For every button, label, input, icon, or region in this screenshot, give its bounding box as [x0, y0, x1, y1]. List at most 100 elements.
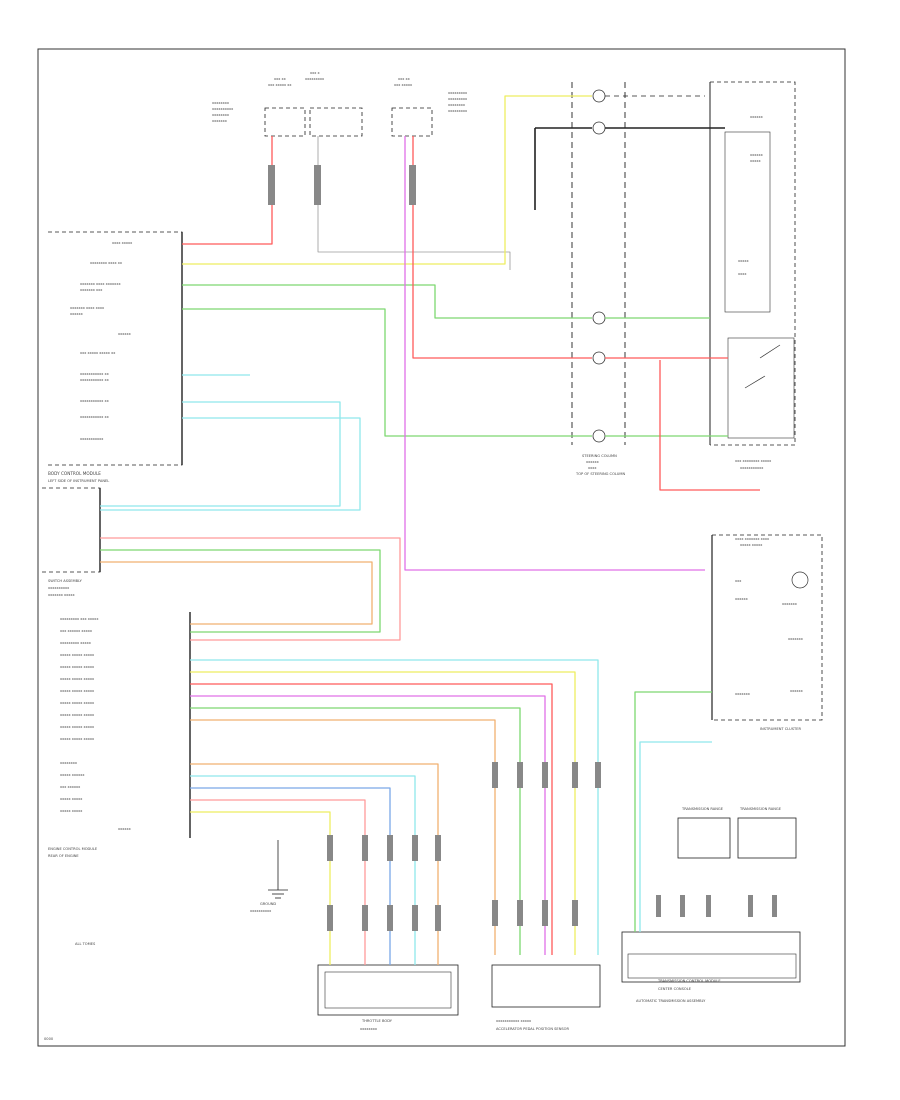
wire-orange-1	[100, 561, 373, 625]
wire-violet-2	[190, 695, 546, 955]
svg-text:xxxxx xxxxxx: xxxxx xxxxxx	[60, 773, 85, 777]
svg-text:xxxxxxxxx xxx xxxxx: xxxxxxxxx xxx xxxxx	[60, 617, 99, 621]
svg-text:xxx xx: xxx xx	[398, 77, 411, 81]
svg-text:xxxxxxxxxxx xx: xxxxxxxxxxx xx	[80, 415, 110, 419]
corner-id: 0000	[44, 1037, 54, 1041]
wire-cyan-3	[100, 417, 361, 511]
ecm-sublabel: REAR OF ENGINE	[48, 854, 79, 858]
footnote: ALL TOMES	[75, 942, 96, 946]
svg-text:xxxxxxxxxx: xxxxxxxxxx	[212, 107, 234, 111]
svg-text:xxxxxx: xxxxxx	[790, 689, 804, 693]
switch-assembly-label: SWITCH ASSEMBLY	[48, 579, 83, 583]
svg-text:xxx xxxxx: xxx xxxxx	[394, 83, 413, 87]
tcm-label: TRANSMISSION CONTROL MODULE	[657, 979, 721, 983]
svg-text:xxxxx xxxxx xxxxx: xxxxx xxxxx xxxxx	[60, 701, 95, 705]
svg-text:xxxxx xxxxx xxxxx: xxxxx xxxxx xxxxx	[60, 665, 95, 669]
transmission-control-module: TRANSMISSION RANGE TRANSMISSION RANGE TR…	[621, 807, 801, 1003]
svg-text:xxxxxxxxx xxxxx: xxxxxxxxx xxxxx	[60, 641, 92, 645]
svg-text:xxxxxxxx xxxx xx: xxxxxxxx xxxx xx	[90, 261, 123, 265]
wire-green-5	[634, 691, 712, 932]
svg-text:xxxxx xxxxx: xxxxx xxxxx	[60, 809, 83, 813]
wire-red-1	[182, 136, 273, 245]
steering-column: STEERING COLUMN xxxxxx xxxx TOP OF STEER…	[571, 82, 625, 476]
bcm-label: BODY CONTROL MODULE	[48, 471, 101, 476]
accel-label: ACCELERATOR PEDAL POSITION SENSOR	[496, 1027, 569, 1031]
right-switch-box: xxxxxx xxxxxx xxxxx xxxxx xxxx xxx xxxxx…	[709, 81, 796, 470]
svg-text:xxxx: xxxx	[738, 272, 747, 276]
svg-text:xxx xxxxx xxxxx xx: xxx xxxxx xxxxx xx	[80, 351, 116, 355]
svg-text:xxxxxxxxx: xxxxxxxxx	[448, 91, 468, 95]
svg-text:xxxxxxxxxx: xxxxxxxxxx	[250, 909, 272, 913]
svg-text:xxxxx: xxxxx	[750, 159, 762, 163]
svg-text:xxxxxx: xxxxxx	[735, 597, 749, 601]
svg-text:xxxxxxxx: xxxxxxxx	[212, 101, 230, 105]
svg-text:xxxxxx: xxxxxx	[118, 827, 132, 831]
accelerator-pedal: xxxxxxxxxxx xxxxx ACCELERATOR PEDAL POSI…	[491, 964, 601, 1031]
wire-yellow-1	[182, 95, 592, 265]
svg-text:xxxxx xxxxx: xxxxx xxxxx	[60, 797, 83, 801]
svg-text:xxxxxxxxxx: xxxxxxxxxx	[48, 586, 70, 590]
wire-pink-2	[190, 799, 366, 965]
svg-text:xxxxx xxxxx: xxxxx xxxxx	[740, 543, 763, 547]
wire-orange-3	[190, 763, 439, 965]
body-control-module: xxxx xxxxx xxxxxxxx xxxx xx xxxxxxx xxxx…	[48, 231, 183, 483]
wire-tags	[268, 165, 777, 931]
wire-yellow-3	[190, 671, 576, 955]
svg-text:xxxxxxxxxxx xx: xxxxxxxxxxx xx	[80, 378, 110, 382]
steering-sublabel: TOP OF STEERING COLUMN	[575, 472, 625, 476]
svg-text:xxxxxxxxxxx: xxxxxxxxxxx	[740, 466, 764, 470]
svg-text:xxxxxxx xxxx xxxxxxx: xxxxxxx xxxx xxxxxxx	[80, 282, 121, 286]
svg-text:xxxxx xxxxx xxxxx: xxxxx xxxxx xxxxx	[60, 737, 95, 741]
wire-pink-1	[100, 537, 401, 641]
svg-text:xxxxxxxxxxx: xxxxxxxxxxx	[80, 437, 104, 441]
svg-text:xxx x: xxx x	[310, 71, 321, 75]
auto-trans-label: AUTOMATIC TRANSMISSION ASSEMBLY	[636, 999, 706, 1003]
trans-range-a: TRANSMISSION RANGE	[681, 807, 724, 811]
wire-cyan-5	[190, 775, 416, 965]
svg-text:xxxxx xxxxx xxxxx: xxxxx xxxxx xxxxx	[60, 689, 95, 693]
wire-violet-1	[404, 136, 705, 571]
wire-cyan-4	[190, 659, 599, 955]
throttle-body: THROTTLE BODY xxxxxxxx	[317, 964, 459, 1031]
ecm-label: ENGINE CONTROL MODULE	[48, 847, 98, 851]
svg-text:xxx: xxx	[735, 579, 742, 583]
cluster-label: INSTRUMENT CLUSTER	[760, 727, 801, 731]
ground-symbol: GROUND xxxxxxxxxx	[250, 840, 288, 913]
svg-text:xxxx xxxxx: xxxx xxxxx	[112, 241, 133, 245]
top-fuse-blocks: xxxxxxxx xxxxxxxxxx xxxxxxxx xxxxxxx xxx…	[212, 71, 468, 137]
svg-text:xxxxxxx: xxxxxxx	[788, 637, 804, 641]
diagram-frame	[37, 48, 846, 1047]
svg-text:xxxxxx: xxxxxx	[750, 115, 764, 119]
wire-green-3	[100, 549, 381, 633]
wire-red-2	[412, 136, 592, 359]
svg-text:xxxxx xxxxx xxxxx: xxxxx xxxxx xxxxx	[60, 653, 95, 657]
wire-green-4	[190, 707, 521, 955]
svg-text:xxxxx: xxxxx	[738, 259, 750, 263]
svg-text:xxxxxxx: xxxxxxx	[212, 119, 228, 123]
wire-orange-2	[190, 719, 496, 955]
svg-text:xxxxxx: xxxxxx	[118, 332, 132, 336]
wire-cyan-2	[100, 401, 341, 507]
svg-text:xxxxxxx xxxxx: xxxxxxx xxxxx	[48, 593, 76, 597]
svg-text:xxxxxxxxxxx xxxxx: xxxxxxxxxxx xxxxx	[496, 1019, 532, 1023]
svg-text:xxxxx xxxxx xxxxx: xxxxx xxxxx xxxxx	[60, 725, 95, 729]
wire-red-4	[190, 683, 553, 955]
bcm-sublabel: LEFT SIDE OF INSTRUMENT PANEL	[48, 479, 109, 483]
svg-text:xxxxxxx xxxx xxxx: xxxxxxx xxxx xxxx	[70, 306, 105, 310]
wire-cyan-6	[639, 741, 712, 932]
steering-label: STEERING COLUMN	[582, 454, 617, 458]
instrument-cluster: xxxx xxxxxxx xxxx xxxxx xxxxx xxx xxxxxx…	[711, 534, 823, 731]
svg-text:xxx xxxxxx xxxxx: xxx xxxxxx xxxxx	[60, 629, 93, 633]
throttle-label: THROTTLE BODY	[361, 1019, 393, 1023]
wire-green-2	[182, 308, 592, 437]
svg-text:xxx xxxxxxxx xxxxx: xxx xxxxxxxx xxxxx	[735, 459, 772, 463]
svg-text:xxx xxxxx xx: xxx xxxxx xx	[268, 83, 292, 87]
wire-green-1	[182, 284, 592, 319]
svg-text:xxxxxxxxx: xxxxxxxxx	[305, 77, 325, 81]
svg-text:xxxxxxxxx: xxxxxxxxx	[448, 109, 468, 113]
svg-text:xxxxxxxxxxx xx: xxxxxxxxxxx xx	[80, 372, 110, 376]
svg-text:xxxxxx: xxxxxx	[70, 312, 84, 316]
svg-text:xxxxxxxx: xxxxxxxx	[212, 113, 230, 117]
svg-text:xxx xxxxxx: xxx xxxxxx	[60, 785, 81, 789]
